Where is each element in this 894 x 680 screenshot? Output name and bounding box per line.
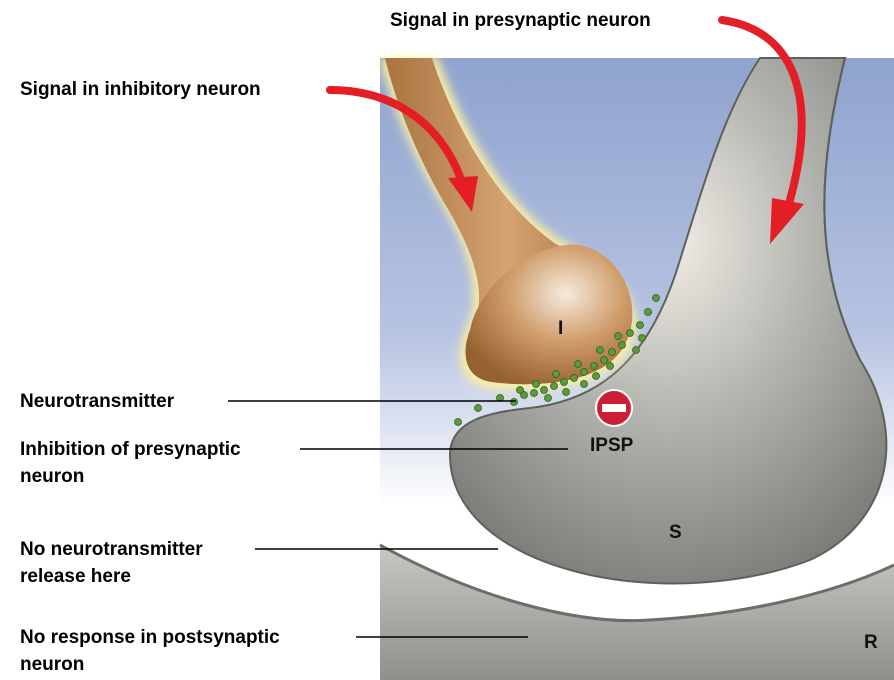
label-no-response-line1: No response in postsynaptic [20, 626, 280, 649]
label-no-release-line1: No neurotransmitter [20, 538, 203, 561]
marker-inhibitory-neuron: I [558, 318, 563, 340]
marker-ipsp: IPSP [590, 435, 633, 457]
label-no-response-line2: neuron [20, 653, 84, 676]
label-neurotransmitter: Neurotransmitter [20, 390, 174, 413]
marker-postsynaptic-neuron: R [864, 632, 878, 654]
label-signal-presynaptic: Signal in presynaptic neuron [390, 9, 651, 32]
label-signal-inhibitory: Signal in inhibitory neuron [20, 78, 261, 101]
marker-presynaptic-neuron: S [669, 522, 682, 544]
label-inhibition-line2: neuron [20, 465, 84, 488]
label-inhibition-line1: Inhibition of presynaptic [20, 438, 241, 461]
ipsp-minus-icon [596, 390, 632, 426]
label-no-release-line2: release here [20, 565, 131, 588]
